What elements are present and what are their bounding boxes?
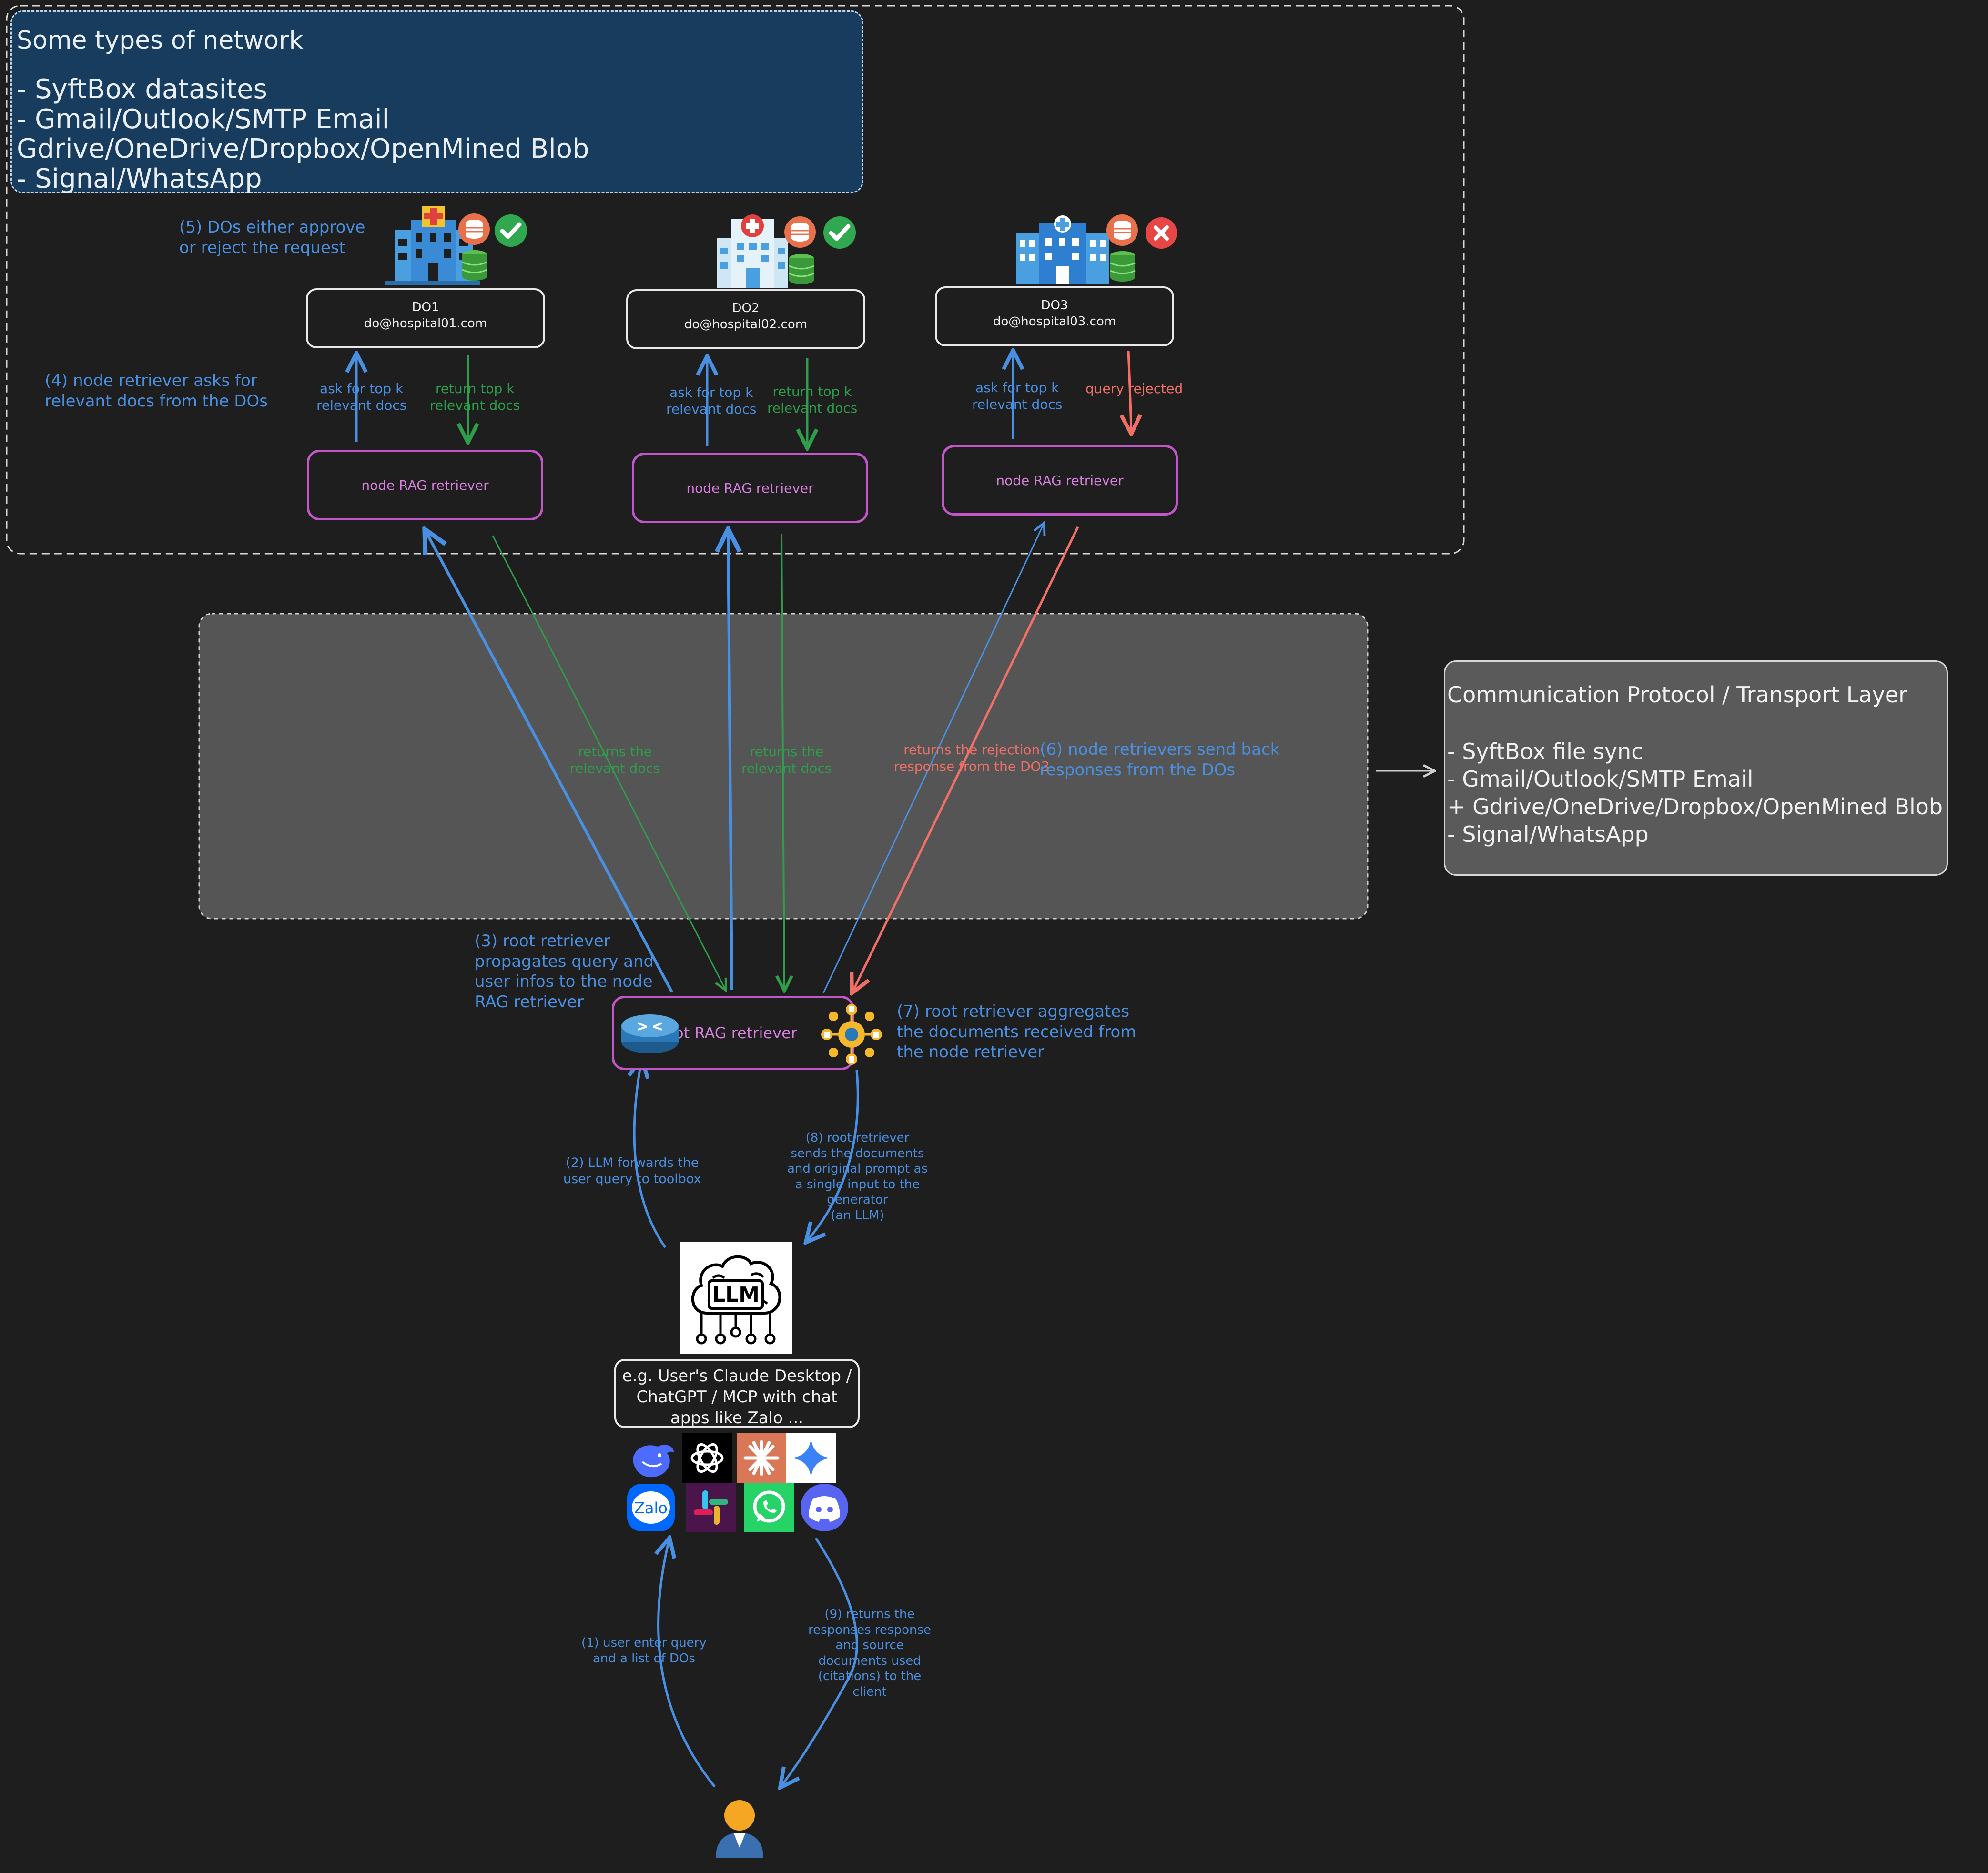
check-icon [495,214,527,247]
aggregation-icon [821,1004,882,1065]
arrow-llm-to-root [634,1061,667,1248]
step-9-label: (9) returns the responses response and s… [808,1607,931,1699]
hospital-icon [717,214,788,288]
do-email: do@hospital03.com [993,314,1116,329]
router-icon [621,1014,679,1053]
step-4-label: (4) node retriever asks for relevant doc… [45,371,268,411]
database-icon [462,250,487,281]
database-icon [1106,214,1138,246]
deepseek-icon [633,1445,674,1478]
protocol-item: - Gmail/Outlook/SMTP Email [1447,766,1754,792]
database-icon [784,216,816,248]
arrow-apps-to-user [781,1537,858,1786]
gemini-icon [786,1433,836,1483]
user-icon [716,1800,763,1858]
arrow-root-to-llm [807,1070,859,1241]
slack-icon [686,1483,736,1532]
do-email: do@hospital01.com [364,316,487,331]
line-root-to-node1 [426,532,673,993]
node-label: node RAG retriever [361,477,489,493]
protocol-item: + Gdrive/OneDrive/Dropbox/OpenMined Blob [1447,793,1943,820]
network-type-item: - Signal/WhatsApp [17,163,262,195]
node-rag-retriever-2: node RAG retriever [632,453,868,523]
check-icon [823,216,856,249]
step-8-label: (8) root retriever sends the documents a… [787,1131,928,1223]
line-root-to-node2 [728,532,732,991]
cross-icon [1146,217,1177,249]
protocol-title: Communication Protocol / Transport Layer [1447,682,1908,708]
line-node1-to-root [492,535,725,989]
step-6-label: (6) node retrievers send back responses … [1040,740,1280,780]
line-node3-to-root [853,526,1079,991]
line-root-to-node3 [822,524,1044,993]
discord-icon [801,1484,848,1531]
edge-label-returns-docs: returns the relevant docs [741,744,832,776]
line-node2-to-root [781,533,784,989]
protocol-item: - Signal/WhatsApp [1447,821,1649,847]
llm-icon: LLM [680,1242,792,1354]
edge-label-returns-docs: returns the relevant docs [570,744,660,776]
root-rag-retriever: root RAG retriever [612,996,882,1070]
arrow-user-to-apps [659,1540,716,1788]
zalo-icon: Zalo [626,1483,676,1532]
node-label: node RAG retriever [996,472,1124,488]
zalo-label: Zalo [634,1499,668,1517]
protocol-item: - SyftBox file sync [1447,739,1643,764]
protocol-box: Communication Protocol / Transport Layer… [1444,660,1948,876]
step-5-label: (5) DOs either approve or reject the req… [179,218,365,257]
edge-label-ask: ask for top k relevant docs [666,385,757,417]
database-icon [1110,251,1136,282]
network-type-item: - SyftBox datasites [17,74,267,105]
arrow-reject-do3 [1128,350,1131,432]
step-3-label: (3) root retriever propagates query and … [475,931,654,1012]
node-label: node RAG retriever [686,480,814,496]
node-rag-retriever-1: node RAG retriever [307,450,543,520]
node-rag-retriever-3: node RAG retriever [942,445,1178,516]
edge-label-ask: ask for top k relevant docs [972,380,1063,412]
network-frame [6,5,1465,555]
network-types-box: Some types of network - SyftBox datasite… [10,10,863,195]
do-id: DO2 [732,301,760,315]
claude-icon [737,1433,786,1483]
database-icon [789,254,814,284]
do-box-do1: DO1 do@hospital01.com [306,288,545,348]
edge-label-return: return top k relevant docs [430,381,520,413]
edge-label-returns-rejection: returns the rejection response from the … [894,742,1050,774]
network-type-item: - Gmail/Outlook/SMTP Email Gdrive/OneDri… [17,103,589,165]
client-box: e.g. User's Claude Desktop / ChatGPT / M… [614,1359,860,1428]
root-label: root RAG retriever [659,1024,797,1042]
do-email: do@hospital02.com [684,317,808,332]
edge-label-query-rejected: query rejected [1085,381,1183,396]
database-icon [458,213,490,245]
network-types-title: Some types of network [17,26,304,55]
do-box-do2: DO2 do@hospital02.com [626,289,865,349]
llm-label: LLM [712,1282,760,1307]
hospital-icon [1016,215,1109,284]
do-box-do3: DO3 do@hospital03.com [935,286,1174,346]
do-id: DO3 [1041,298,1068,313]
edge-label-return: return top k relevant docs [767,384,858,416]
edge-label-ask: ask for top k relevant docs [316,381,407,413]
step-2-label: (2) LLM forwards the user query to toolb… [563,1155,701,1186]
step-1-label: (1) user enter query and a list of DOs [581,1636,707,1666]
chatgpt-icon [682,1433,732,1483]
step-7-label: (7) root retriever aggregates the docume… [897,1002,1136,1062]
do-id: DO1 [412,300,439,314]
whatsapp-icon [744,1483,794,1532]
